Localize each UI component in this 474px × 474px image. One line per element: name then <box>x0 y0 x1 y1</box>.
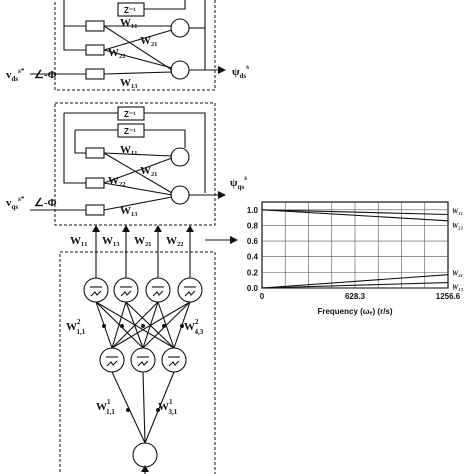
mid-w13: W₁₃ <box>120 205 138 217</box>
output-neuron-3 <box>145 277 171 303</box>
y-tick-label: 0.0 <box>247 284 259 293</box>
junction-dot <box>126 408 130 412</box>
mid-block-border <box>54 102 216 226</box>
input-hidden-link <box>142 371 146 444</box>
y-tick-label: 0.2 <box>247 268 259 277</box>
top-weight-box-2 <box>85 44 105 56</box>
top-w21: W₂₁ <box>140 35 158 47</box>
y-tick-label: 0.8 <box>247 221 259 230</box>
series-label: W₁₃ <box>452 284 464 292</box>
output-neuron-2 <box>113 277 139 303</box>
mid-neuron-1 <box>170 147 190 167</box>
input-hidden-link <box>144 371 175 444</box>
mid-weight-box-2 <box>85 177 105 189</box>
series-line <box>261 209 449 216</box>
mid-delay-label-2: Z⁻¹ <box>124 127 136 136</box>
activation-icon <box>137 360 149 367</box>
output-neuron-4 <box>177 277 203 303</box>
top-neuron-1 <box>170 18 190 38</box>
top-recurrent-block: Z⁻¹ W₁₁ W₂₁ W₂₂ W₁₃ vdss* ∠-Φ ψdss <box>6 0 249 91</box>
activation-icon <box>184 290 196 297</box>
x-tick-label: 628.3 <box>345 292 366 301</box>
top-delay-label: Z⁻¹ <box>124 6 136 15</box>
top-w13: W₁₃ <box>120 77 138 89</box>
mid-input-angle: ∠-Φ <box>34 197 57 209</box>
activation-icon <box>168 360 180 367</box>
mid-w22: W₂₂ <box>108 175 126 187</box>
hidden-output-link <box>95 301 175 349</box>
mid-weight-box-3 <box>85 204 105 216</box>
input-neuron <box>132 442 158 468</box>
activation-icon <box>152 290 164 297</box>
input-hidden-link <box>111 371 146 444</box>
ffnn-border <box>59 251 216 474</box>
junction-dot <box>141 324 145 328</box>
junction-dot <box>162 324 166 328</box>
y-tick-label: 0.4 <box>247 253 259 262</box>
y-tick-label: 0.6 <box>247 237 259 246</box>
series-label: W₂₂ <box>452 222 464 230</box>
top-output-label: ψdss <box>232 63 249 80</box>
top-input-angle: ∠-Φ <box>34 69 57 81</box>
junction-dot <box>180 324 184 328</box>
junction-dot <box>120 324 124 328</box>
x-axis-label: Frequency (ωₑ) (r/s) <box>317 307 392 316</box>
x-tick-label: 0 <box>260 292 265 301</box>
out-w21: W₂₁ <box>134 235 152 247</box>
hidden-output-link <box>125 301 175 349</box>
top-w22: W₂₂ <box>108 47 126 59</box>
top-weight-box-1 <box>85 20 105 32</box>
mid-recurrent-block: Z⁻¹ Z⁻¹ W₁₁ W₂₁ W₂₂ W₁₃ vqss* ∠-Φ ψqss <box>6 102 247 226</box>
hidden-neuron-1 <box>99 347 125 373</box>
activation-icon <box>106 360 118 367</box>
hidden-neuron-3 <box>161 347 187 373</box>
mid-w11: W₁₁ <box>120 144 138 156</box>
junction-dot <box>102 324 106 328</box>
output-neuron-1 <box>83 277 109 303</box>
mid-output-label: ψqss <box>230 174 247 191</box>
top-neuron-2 <box>170 60 190 80</box>
y-tick-label: 1.0 <box>247 206 259 215</box>
hidden-neuron-2 <box>130 347 156 373</box>
hidden-output-link <box>157 301 175 349</box>
hidden-layer <box>99 347 187 373</box>
mid-input-label: vqss* <box>6 195 25 211</box>
activation-icon <box>90 290 102 297</box>
activation-icon <box>120 290 132 297</box>
top-w11: W₁₁ <box>120 17 138 29</box>
output-layer <box>83 277 203 303</box>
out-w22: W₂₂ <box>166 235 184 247</box>
mid-delay-label-1: Z⁻¹ <box>124 110 136 119</box>
hidden-output-link <box>95 301 144 349</box>
series-label: W₂₁ <box>452 270 463 278</box>
series-line <box>261 281 449 289</box>
neuron-icons <box>90 286 196 367</box>
mid-weight-box-1 <box>85 147 105 159</box>
top-weight-box-3 <box>85 68 105 80</box>
series-label: W₁₁ <box>452 208 463 216</box>
out-w11: W₁₁ <box>70 235 88 247</box>
top-input-label: vdss* <box>6 67 25 83</box>
series-line <box>261 209 449 222</box>
mid-neuron-2 <box>170 185 190 205</box>
weight-output-arrows: W₁₁ W₁₃ W₂₁ W₂₂ <box>70 225 238 252</box>
series-line <box>261 274 449 289</box>
weights-vs-frequency-chart: 1.0 0.8 0.6 0.4 0.2 0.00 628.3 1256.6Frequency … <box>247 201 464 316</box>
mid-w21: W₂₁ <box>140 165 158 177</box>
x-tick-label: 1256.6 <box>436 292 461 301</box>
top-block-border <box>54 0 216 91</box>
out-w13: W₁₃ <box>102 235 120 247</box>
junction-dot <box>156 408 160 412</box>
